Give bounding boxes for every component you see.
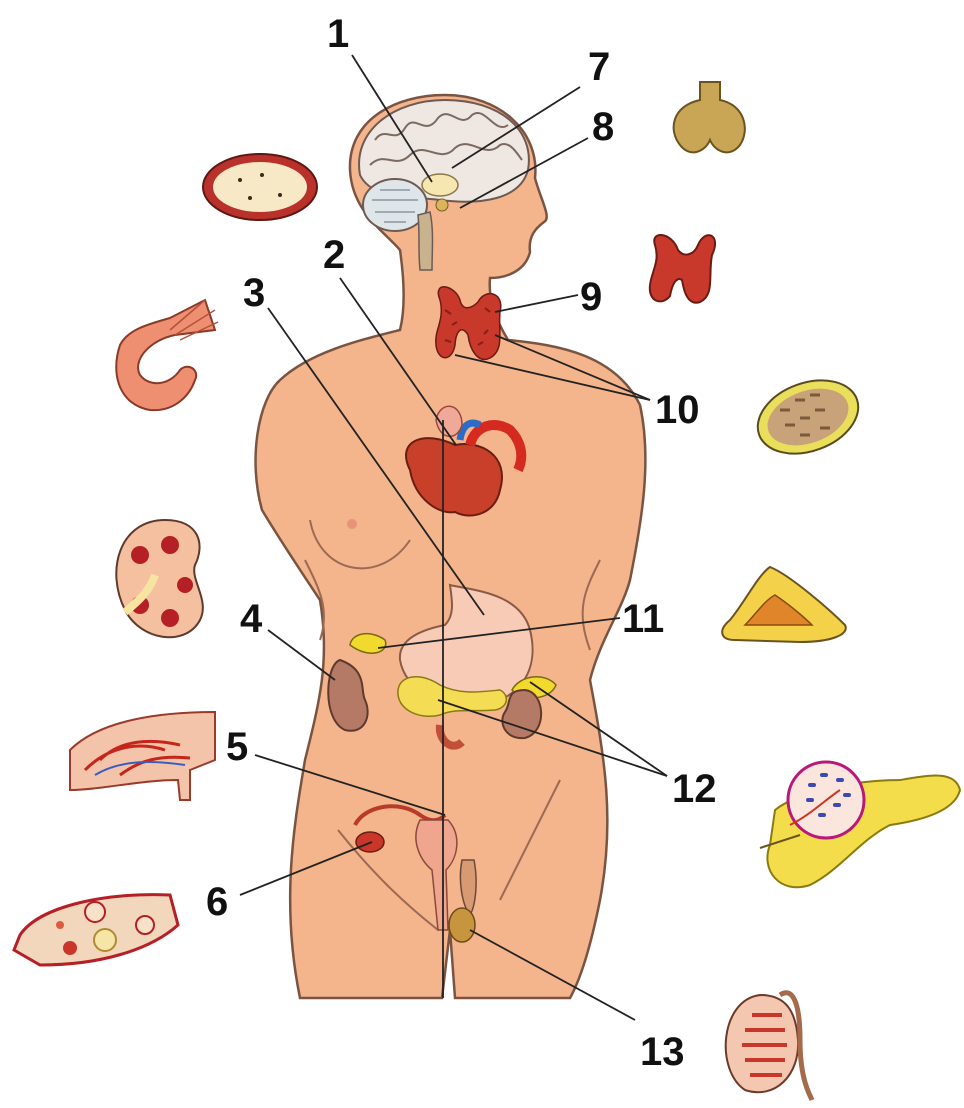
label-12: 12 xyxy=(672,767,717,811)
adrenal-triangle-illustration xyxy=(722,567,846,642)
leader-9 xyxy=(495,295,578,312)
label-8: 8 xyxy=(592,105,614,149)
follicle xyxy=(56,921,64,929)
testis-section-illustration xyxy=(726,993,812,1100)
label-9: 9 xyxy=(580,275,602,319)
pituitary-gland xyxy=(436,199,448,211)
label-6: 6 xyxy=(206,880,228,924)
nipple xyxy=(347,519,357,529)
thyroid-illustration-shape xyxy=(650,235,715,303)
label-7: 7 xyxy=(588,45,610,89)
ovary-section-illustration xyxy=(14,895,178,965)
pituitary-shape xyxy=(674,82,745,152)
kidney-section-outer xyxy=(116,520,203,637)
dot xyxy=(238,178,242,182)
brain-stem xyxy=(418,212,433,270)
skin-section-illustration xyxy=(70,712,215,800)
thalamus xyxy=(422,174,458,196)
pituitary-illustration xyxy=(674,82,745,152)
parathyroid-illustration xyxy=(748,367,869,466)
renal-pyramid xyxy=(161,536,179,554)
testis xyxy=(449,908,475,942)
dot xyxy=(248,196,252,200)
adrenal-section-inner xyxy=(213,162,307,212)
renal-pyramid xyxy=(161,609,179,627)
follicle xyxy=(85,902,105,922)
cerebellum xyxy=(363,179,427,231)
follicle xyxy=(136,916,154,934)
dot xyxy=(278,193,282,197)
renal-pyramid xyxy=(177,577,193,593)
label-3: 3 xyxy=(243,271,265,315)
muscle-shape xyxy=(116,300,215,410)
follicle xyxy=(94,929,116,951)
pancreas-illustration xyxy=(760,762,960,887)
label-10: 10 xyxy=(655,388,700,432)
label-13: 13 xyxy=(640,1030,685,1074)
label-2: 2 xyxy=(323,233,345,277)
follicle xyxy=(63,941,77,955)
muscle-illustration xyxy=(116,300,218,410)
label-11: 11 xyxy=(622,597,664,641)
kidney-section-illustration xyxy=(116,520,203,637)
label-5: 5 xyxy=(226,725,248,769)
thyroid-illustration xyxy=(650,235,715,303)
label-4: 4 xyxy=(240,597,263,641)
dot xyxy=(260,173,264,177)
skin-section-shape xyxy=(70,712,215,800)
adrenal-section-illustration xyxy=(203,154,317,220)
renal-pyramid xyxy=(131,546,149,564)
label-1: 1 xyxy=(327,12,349,56)
